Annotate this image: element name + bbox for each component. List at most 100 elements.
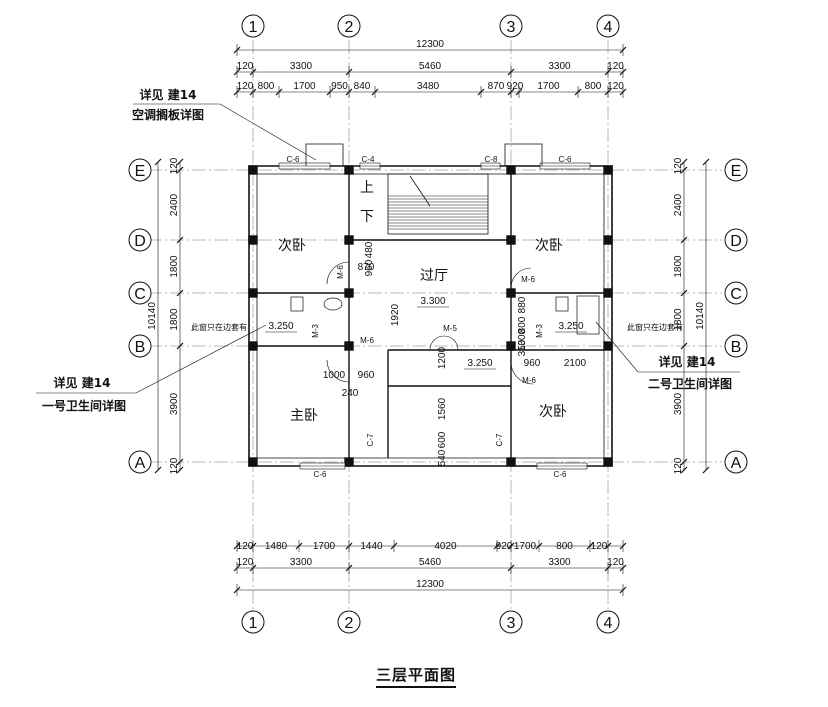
axis-label-row: A <box>135 455 146 472</box>
axis-bubble <box>596 14 620 38</box>
left-dims-text: 1800 <box>169 255 180 278</box>
walls <box>248 143 613 470</box>
note-right-window: 此窗只在边套有 <box>627 322 683 332</box>
left-dims-text: 120 <box>169 157 180 174</box>
stair-arrow <box>409 175 431 207</box>
window-tag: C-6 <box>314 470 327 479</box>
window-tag: C-6 <box>287 155 300 164</box>
axis-label-row: E <box>731 163 742 180</box>
inner-dimension: 1300 <box>517 328 528 351</box>
left-dims-text: 1800 <box>169 308 180 331</box>
top-row3-text: 120 <box>607 81 624 92</box>
right-overall-tick <box>702 466 710 474</box>
elevation-mark: 3.250 <box>558 321 583 332</box>
top-row3-text: 1700 <box>293 81 316 92</box>
structural-column <box>248 235 258 245</box>
axis-bubble <box>724 334 748 358</box>
bottom-row1-text: 120 <box>591 541 608 552</box>
dimension-lines <box>36 44 740 596</box>
stair-up-label: 上 <box>360 180 374 196</box>
door-tag: M-6 <box>360 336 374 345</box>
structural-column <box>506 457 516 467</box>
axis-bubble <box>128 228 152 252</box>
callout-ac-line2: 空调搁板详图 <box>132 107 204 122</box>
right-dims-text: 120 <box>673 457 684 474</box>
callout-ac-leader <box>219 103 317 161</box>
left-dims-tick <box>176 236 184 244</box>
axis-bubble <box>128 334 152 358</box>
bottom-row1-text: 920 <box>496 541 513 552</box>
bottom-row2-text: 5460 <box>419 557 442 568</box>
top-row3-text: 950 <box>331 81 348 92</box>
left-overall-tick <box>154 466 162 474</box>
inner-dimension: 480 <box>364 241 375 258</box>
left-overall-tick <box>154 158 162 166</box>
structural-column <box>248 457 258 467</box>
structural-column <box>248 341 258 351</box>
inner-dimension: 2100 <box>564 358 587 369</box>
stair-outline <box>387 173 489 235</box>
inner-dimension: 1000 <box>323 370 346 381</box>
stair-down-label: 下 <box>360 209 374 225</box>
inner-dimension: 880 <box>517 296 528 313</box>
door-arc <box>510 361 534 385</box>
inner-dimension: 350 <box>517 339 528 356</box>
bottom-overall-text: 12300 <box>416 579 444 590</box>
bottom-row2-text: 3300 <box>290 557 313 568</box>
left-dims-text: 120 <box>169 457 180 474</box>
axis-bubble <box>724 228 748 252</box>
window-tag: C-7 <box>366 433 375 446</box>
callout-bath2-leader <box>595 321 639 373</box>
toilet <box>555 296 569 312</box>
axis-label-col: 1 <box>249 615 258 632</box>
axis-label-row: D <box>134 233 146 250</box>
ac-ledge <box>305 143 344 166</box>
left-dims-tick <box>176 466 184 474</box>
sink <box>323 297 343 311</box>
inner-dimension: 540 <box>437 449 448 466</box>
axis-bubble <box>128 281 152 305</box>
inner-dimension: 870 <box>358 262 375 273</box>
ac-ledge <box>504 143 543 166</box>
top-overall-text: 12300 <box>416 39 444 50</box>
door-arc <box>510 267 532 289</box>
callout-ac-line1: 详见 建14 <box>140 87 197 102</box>
room-label-bedroom-nw: 次卧 <box>278 238 306 254</box>
top-row3-text: 800 <box>258 81 275 92</box>
bottom-row2-text: 120 <box>607 557 624 568</box>
right-dims-text: 2400 <box>673 193 684 216</box>
axis-bubble <box>724 450 748 474</box>
shower <box>576 295 600 335</box>
top-row2-text: 3300 <box>548 61 571 72</box>
axis-bubble <box>499 610 523 634</box>
bottom-row1-text: 1480 <box>265 541 288 552</box>
bottom-row1-text: 1700 <box>313 541 336 552</box>
structural-column <box>603 165 613 175</box>
right-dims-text: 1800 <box>673 308 684 331</box>
inner-dimension: 960 <box>358 370 375 381</box>
callout-bath1-line1: 详见 建14 <box>54 375 111 390</box>
room-label-hall: 过厅 <box>420 268 448 284</box>
left-dims-tick <box>176 158 184 166</box>
axis-label-col: 2 <box>345 615 354 632</box>
right-dims-text: 3900 <box>673 392 684 415</box>
axis-label-col: 4 <box>604 615 613 632</box>
inner-dimension: 1560 <box>437 397 448 420</box>
axis-label-row: E <box>135 163 146 180</box>
inner-dimension: 600 <box>437 431 448 448</box>
top-row3-text: 800 <box>585 81 602 92</box>
structural-column <box>603 235 613 245</box>
structural-column <box>344 288 354 298</box>
door-tag: M-3 <box>311 324 320 338</box>
bottom-row1-text: 120 <box>237 541 254 552</box>
left-dims-tick <box>176 342 184 350</box>
structural-column <box>506 235 516 245</box>
right-overall-tick <box>702 158 710 166</box>
axis-label-row: B <box>135 339 146 356</box>
bottom-row1-text: 1700 <box>514 541 537 552</box>
structural-column <box>248 165 258 175</box>
axis-label-col: 3 <box>507 19 516 36</box>
top-row3-text: 920 <box>507 81 524 92</box>
room-label-bedroom-se: 次卧 <box>539 404 567 420</box>
